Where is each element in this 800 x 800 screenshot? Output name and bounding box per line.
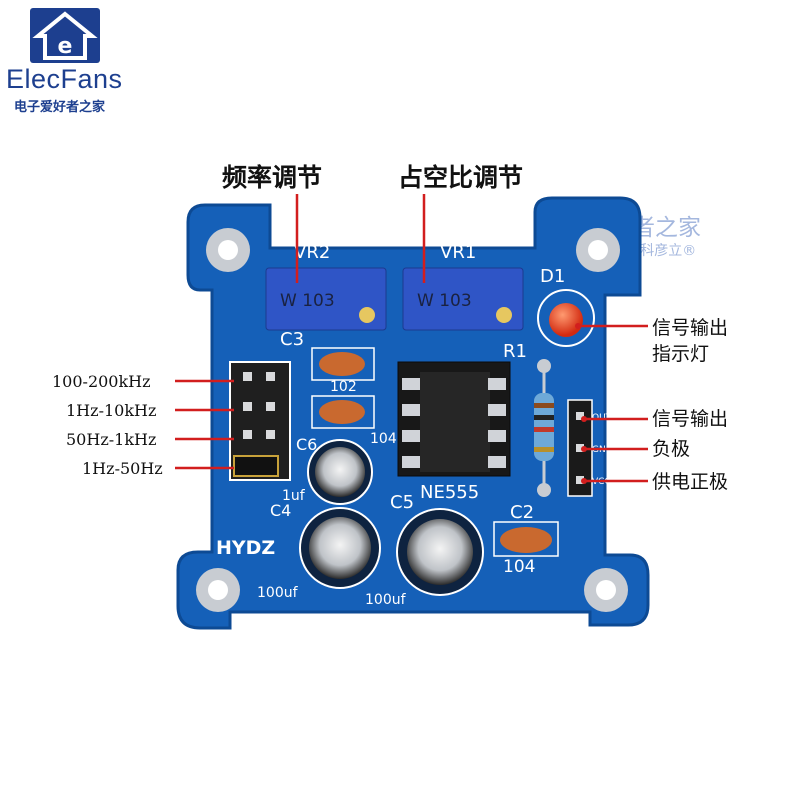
c6-value-silk: 1uf — [282, 488, 306, 504]
r1-silk: R1 — [503, 341, 527, 362]
freq-adjust-label: 频率调节 — [222, 163, 323, 192]
range-label-4: 1Hz-50Hz — [82, 459, 163, 478]
c4-value-silk: 100uf — [257, 585, 299, 601]
vr2-code-text: W 103 — [280, 291, 335, 311]
range-jumper-header — [229, 361, 291, 481]
c5-silk: C5 — [390, 492, 414, 513]
house-logo-icon: e — [30, 8, 100, 63]
negative-label: 负极 — [652, 438, 691, 460]
logo-tagline: 电子爱好者之家 — [14, 100, 106, 115]
range-label-2: 1Hz-10kHz — [66, 401, 157, 420]
led-d1 — [537, 289, 595, 347]
ic-silk: NE555 — [420, 482, 479, 503]
indicator-label-line2: 指示灯 — [652, 343, 710, 365]
resistor-r1 — [534, 359, 554, 497]
c6-silk: C6 — [296, 435, 317, 454]
cap-104b-silk: 104 — [503, 557, 535, 577]
vr1-code-text: W 103 — [417, 291, 472, 311]
signal-out-label: 信号输出 — [652, 408, 729, 430]
range-label-3: 50Hz-1kHz — [66, 430, 157, 449]
cap-102-silk: 102 — [330, 379, 357, 395]
vr1-silk: VR1 — [440, 242, 476, 263]
cap-104a-silk: 104 — [370, 431, 397, 447]
indicator-label-line1: 信号输出 — [652, 317, 729, 339]
svg-text:e: e — [58, 34, 73, 59]
trimmer-vr2: W 103 — [265, 267, 387, 331]
pointer-lines — [175, 194, 648, 483]
c5-value-silk: 100uf — [365, 592, 407, 608]
range-label-1: 100-200kHz — [52, 372, 151, 391]
ceramic-capacitors — [311, 347, 559, 557]
duty-adjust-label: 占空比调节 — [398, 163, 524, 192]
electrolytic-capacitors — [299, 439, 484, 596]
trimmer-vr1: W 103 — [402, 267, 524, 331]
positive-label: 供电正极 — [652, 471, 729, 493]
k-silk: K — [606, 528, 613, 539]
d1-silk: D1 — [540, 266, 565, 287]
c2-silk: C2 — [510, 502, 534, 523]
brand-silk: HYDZ — [216, 537, 275, 559]
c3-silk: C3 — [280, 329, 304, 350]
c4-silk: C4 — [270, 501, 291, 520]
ne555-chip — [397, 361, 511, 477]
mounting-hole-icon — [196, 228, 628, 612]
logo-brand-text: ElecFans — [6, 64, 123, 94]
vr2-silk: VR2 — [294, 242, 330, 263]
